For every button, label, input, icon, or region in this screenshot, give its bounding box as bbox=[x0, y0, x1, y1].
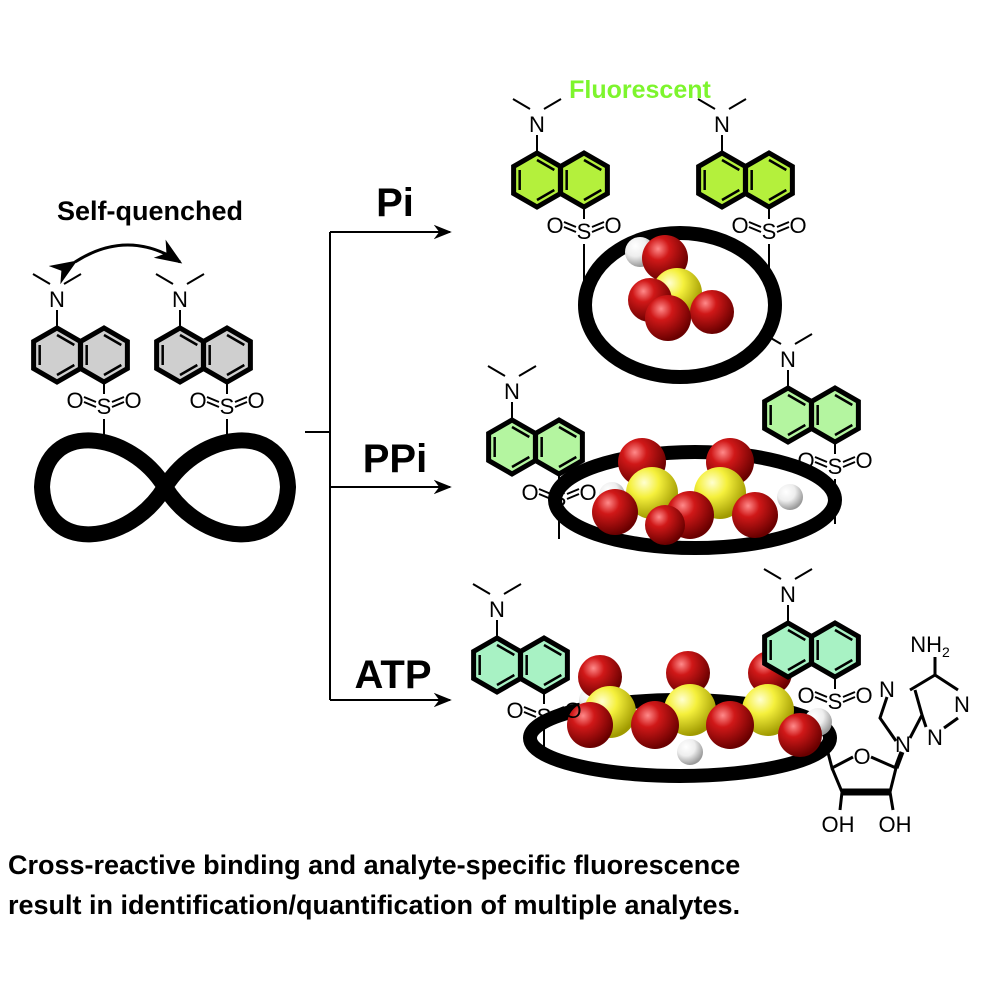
nitrogen-atom-label: N bbox=[714, 112, 730, 137]
purine-nitrogen-label: N bbox=[879, 677, 895, 702]
hydrogen-sphere bbox=[677, 739, 703, 765]
oxygen-atom-label: O bbox=[546, 213, 563, 238]
dansyl-group-pi-right: N SO O bbox=[696, 98, 807, 294]
sulfur-atom-label: S bbox=[97, 394, 112, 419]
oxygen-atom-label: O bbox=[189, 388, 206, 413]
oxygen-sphere bbox=[778, 713, 822, 757]
sulfur-atom-label: S bbox=[828, 689, 843, 714]
fluorescent-label: Fluorescent bbox=[569, 76, 711, 104]
nitrogen-atom-label: N bbox=[780, 347, 796, 372]
adenosine-structure bbox=[824, 657, 959, 811]
reaction-arrows bbox=[305, 224, 452, 708]
hydroxyl-label: OH bbox=[879, 812, 912, 837]
nitrogen-atom-label: N bbox=[780, 582, 796, 607]
sulfur-atom-label: S bbox=[537, 704, 552, 729]
dansyl-group-atp-right: N SO O bbox=[762, 568, 873, 714]
figure-eight-macrocycle bbox=[33, 432, 297, 543]
oxygen-atom-label: O bbox=[797, 448, 814, 473]
oxygen-atom-label: O bbox=[797, 683, 814, 708]
oxygen-sphere bbox=[592, 489, 638, 535]
purine-nitrogen-label: N bbox=[927, 725, 943, 750]
oxygen-atom-label: O bbox=[855, 683, 872, 708]
oxygen-atom-label: O bbox=[506, 698, 523, 723]
oxygen-atom-label: O bbox=[247, 388, 264, 413]
sulfur-atom-label: S bbox=[577, 219, 592, 244]
dansyl-group-ppi-right: N SO O bbox=[762, 333, 873, 524]
nitrogen-atom-label: N bbox=[489, 597, 505, 622]
oxygen-sphere bbox=[645, 295, 691, 341]
nitrogen-atom-label: N bbox=[49, 287, 65, 312]
sulfur-atom-label: S bbox=[552, 486, 567, 511]
sulfur-atom-label: S bbox=[220, 394, 235, 419]
oxygen-atom-label: O bbox=[66, 388, 83, 413]
dansyl-group-atp-left: N SO O bbox=[471, 583, 582, 757]
hydrogen-sphere bbox=[777, 484, 803, 510]
oxygen-sphere bbox=[567, 702, 613, 748]
nitrogen-atom-label: N bbox=[529, 112, 545, 137]
oxygen-atom-label: O bbox=[604, 213, 621, 238]
purine-nitrogen-label: N bbox=[954, 692, 970, 717]
caption-line-1: Cross-reactive binding and analyte-speci… bbox=[8, 850, 740, 880]
pi-macrocycle-ring bbox=[578, 226, 782, 384]
oxygen-atom-label: O bbox=[124, 388, 141, 413]
oxygen-atom-label: O bbox=[855, 448, 872, 473]
atp-label: ATP bbox=[354, 653, 431, 697]
oxygen-sphere bbox=[666, 651, 710, 695]
ppi-label: PPi bbox=[363, 437, 427, 481]
purine-nitrogen-label: N bbox=[895, 732, 911, 757]
sulfur-atom-label: S bbox=[828, 454, 843, 479]
oxygen-sphere bbox=[645, 505, 685, 545]
self-quenched-label: Self-quenched bbox=[57, 196, 243, 226]
nitrogen-atom-label: N bbox=[172, 287, 188, 312]
oxygen-atom-label: O bbox=[789, 213, 806, 238]
dansyl-group-quenched-left: N SO O bbox=[31, 273, 142, 449]
pi-label: Pi bbox=[376, 181, 414, 225]
oxygen-sphere bbox=[690, 290, 734, 334]
oxygen-atom-label: O bbox=[521, 480, 538, 505]
ribose-oxygen-label: O bbox=[853, 744, 870, 769]
oxygen-atom-label: O bbox=[564, 698, 581, 723]
caption-line-2: result in identification/quantification … bbox=[8, 890, 740, 920]
double-headed-curved-arrow-icon bbox=[48, 239, 183, 285]
oxygen-sphere bbox=[706, 701, 754, 749]
phosphorus-sphere bbox=[742, 684, 794, 736]
amine-label: NH2 bbox=[910, 632, 950, 660]
dansyl-group-pi-left: N SO O bbox=[511, 98, 622, 294]
oxygen-sphere bbox=[631, 701, 679, 749]
dansyl-group-quenched-right: N SO O bbox=[154, 273, 265, 449]
oxygen-atom-label: O bbox=[579, 480, 596, 505]
sulfur-atom-label: S bbox=[762, 219, 777, 244]
oxygen-atom-label: O bbox=[731, 213, 748, 238]
oxygen-sphere bbox=[732, 492, 778, 538]
nitrogen-atom-label: N bbox=[504, 379, 520, 404]
hydroxyl-label: OH bbox=[822, 812, 855, 837]
dansyl-group-ppi-left: N SO O bbox=[486, 365, 597, 539]
